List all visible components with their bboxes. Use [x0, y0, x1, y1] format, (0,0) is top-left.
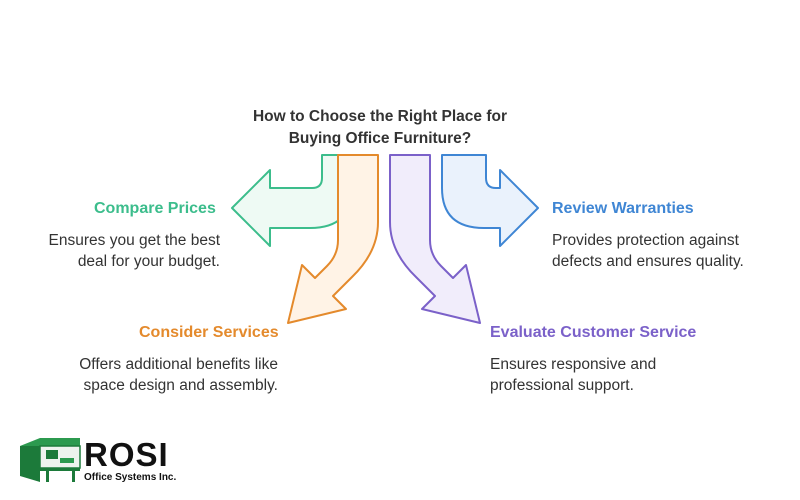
title-line-1: How to Choose the Right Place for [252, 108, 508, 125]
review-warranties-desc-line-2: defects and ensures quality. [552, 253, 744, 270]
evaluate-customer-service-description: Ensures responsive and professional supp… [490, 354, 750, 396]
consider-services-desc-line-2: space design and assembly. [83, 377, 278, 394]
compare-prices-arrow [231, 154, 353, 247]
review-warranties-description: Provides protection against defects and … [552, 230, 800, 272]
consider-services-heading: Consider Services [139, 324, 279, 341]
consider-services-desc-line-1: Offers additional benefits like [79, 356, 278, 373]
evaluate-customer-service-heading: Evaluate Customer Service [490, 324, 697, 341]
compare-prices-desc-line-1: Ensures you get the best [48, 232, 220, 249]
consider-services-description: Offers additional benefits like space de… [18, 354, 278, 396]
office-cubicle-logo-icon [20, 438, 81, 482]
compare-prices-heading: Compare Prices [94, 200, 216, 217]
review-warranties-heading: Review Warranties [552, 200, 694, 217]
review-warranties-arrow [441, 154, 539, 247]
compare-prices-description: Ensures you get the best deal for your b… [0, 230, 220, 272]
title-line-2: Buying Office Furniture? [288, 130, 472, 147]
evaluate-customer-service-arrow [389, 154, 481, 324]
consider-services-arrow [287, 154, 379, 324]
rosi-logo: ROSI Office Systems Inc. [16, 436, 176, 486]
diagram-title: How to Choose the Right Place for Buying… [230, 106, 530, 150]
review-warranties-desc-line-1: Provides protection against [552, 232, 739, 249]
logo-wordmark: ROSI [84, 436, 169, 473]
evaluate-customer-service-desc-line-1: Ensures responsive and [490, 356, 657, 373]
evaluate-customer-service-desc-line-2: professional support. [490, 377, 634, 394]
compare-prices-desc-line-2: deal for your budget. [77, 253, 220, 270]
logo-subtitle: Office Systems Inc. [84, 472, 177, 483]
